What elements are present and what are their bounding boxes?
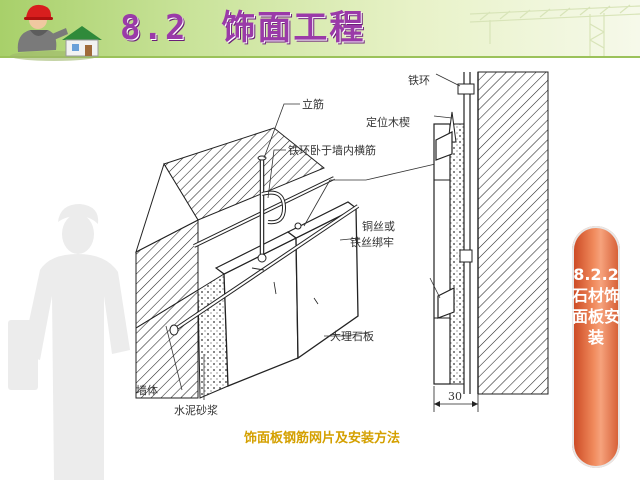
side-tab-label: 8.2.2石材饰面板安装 [572,265,621,347]
stone-panel-installation-diagram: 立筋 铁环卧于墙内横筋 铜丝或 铁丝绑牢 大理石板 墙体 水泥砂浆 铁环 定位木… [135,71,549,417]
label-iron-ring-horizontal: 铁环卧于墙内横筋 [288,143,376,157]
label-copper-wire: 铜丝或 [362,219,395,233]
diagram-caption: 饰面板钢筋网片及安装方法 [244,431,401,446]
label-dimension: 30 [448,390,462,403]
perspective-view [135,127,360,399]
label-iron-wire: 铁丝绑牢 [350,235,394,249]
section-view [433,71,549,412]
section-title: 饰面工程 [221,8,366,48]
page-title: 8.2 饰面工程 [120,6,365,50]
side-tab: 8.2.2石材饰面板安装 [572,226,620,468]
header-divider [0,56,640,58]
label-iron-ring: 铁环 [408,74,430,87]
section-number: 8.2 [120,8,188,48]
worker-silhouette-icon [8,204,130,480]
crane-icon [470,4,640,56]
header-band [0,0,640,56]
label-mortar: 水泥砂浆 [174,403,218,417]
worker-logo-icon [10,4,102,61]
label-marble: 大理石板 [330,329,374,343]
label-vertical-bar: 立筋 [302,97,324,111]
label-wood-wedge: 定位木楔 [366,115,410,129]
label-wall: 墙体 [136,383,158,397]
